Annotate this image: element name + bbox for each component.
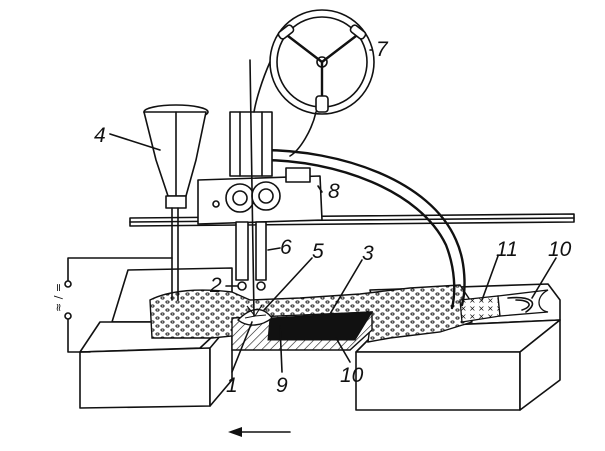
direction-arrow xyxy=(228,427,291,437)
leader-lines xyxy=(109,49,557,373)
callout-3: 3 xyxy=(362,242,374,265)
weld-seam xyxy=(459,289,549,323)
wire-reel xyxy=(253,9,375,157)
callout-2: 2 xyxy=(209,274,222,297)
callout-9: 9 xyxy=(276,374,288,397)
callout-5: 5 xyxy=(312,240,324,263)
callout-11: 11 xyxy=(496,238,518,261)
wire-feeder xyxy=(197,111,323,225)
callout-8: 8 xyxy=(328,180,340,203)
callout-7: 7 xyxy=(376,38,389,61)
power-circuit xyxy=(64,257,173,353)
callout-1: 1 xyxy=(226,374,238,397)
callout-6: 6 xyxy=(280,236,292,259)
flux-return-hose xyxy=(260,148,466,310)
callout-10-slag: 10 xyxy=(548,238,572,261)
electrode-holder xyxy=(235,59,267,317)
flux-hopper xyxy=(143,104,209,301)
callout-4: 4 xyxy=(94,124,106,147)
callout-10-seam: 10 xyxy=(340,364,364,387)
guide-rail xyxy=(129,213,575,227)
power-symbol: ≈ / = xyxy=(52,283,65,312)
